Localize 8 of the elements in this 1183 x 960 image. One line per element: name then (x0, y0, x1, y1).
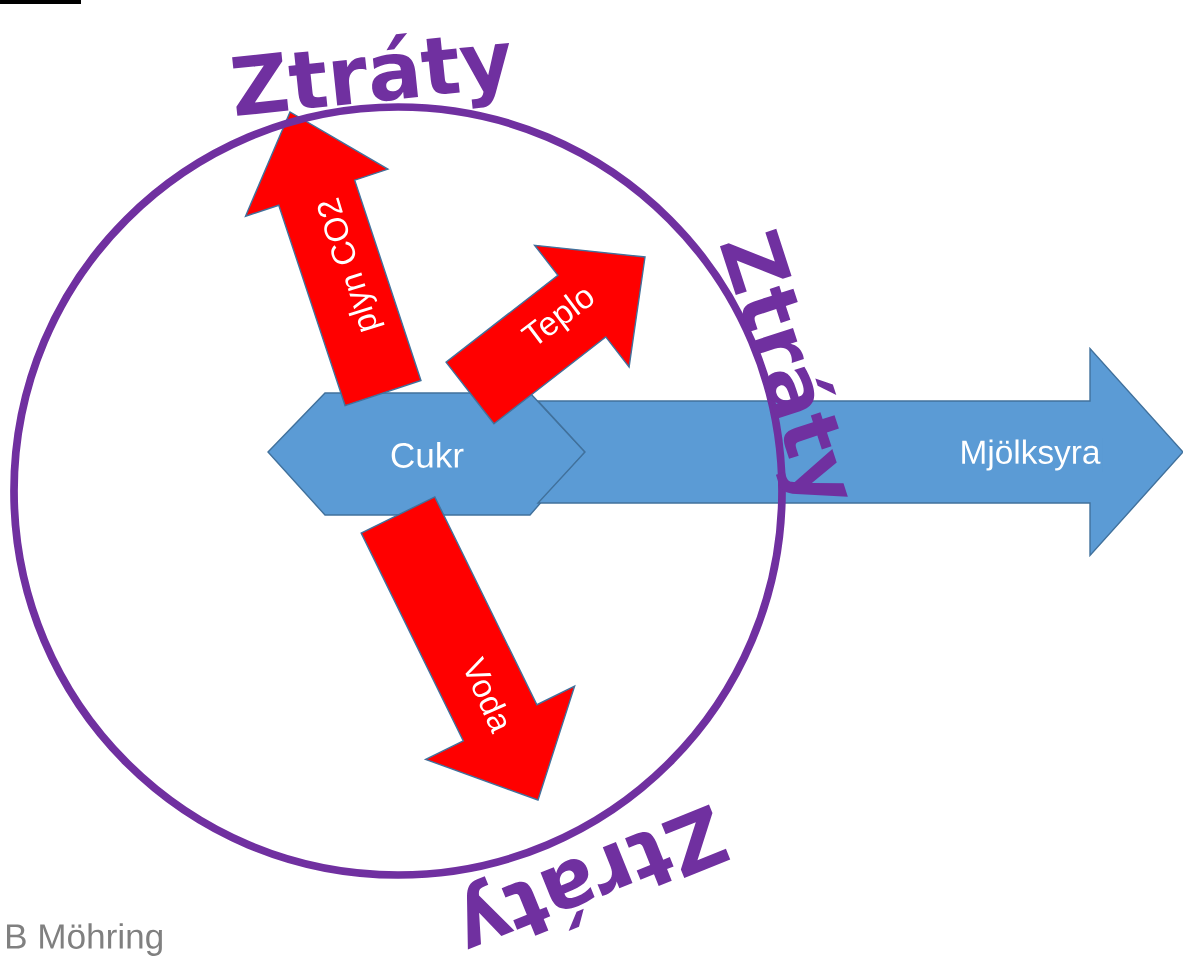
edge-label: plyn CO2 (312, 191, 388, 339)
hexagon: Cukr (267, 392, 586, 516)
edge-label: Voda (459, 652, 517, 738)
node-label: Ztráty (232, 33, 510, 116)
block-arrow (536, 346, 1183, 558)
edge-label: Teplo (516, 279, 604, 357)
edge-label: Mjölksyra (957, 437, 1103, 473)
credit-text: B Möhring (7, 923, 162, 956)
